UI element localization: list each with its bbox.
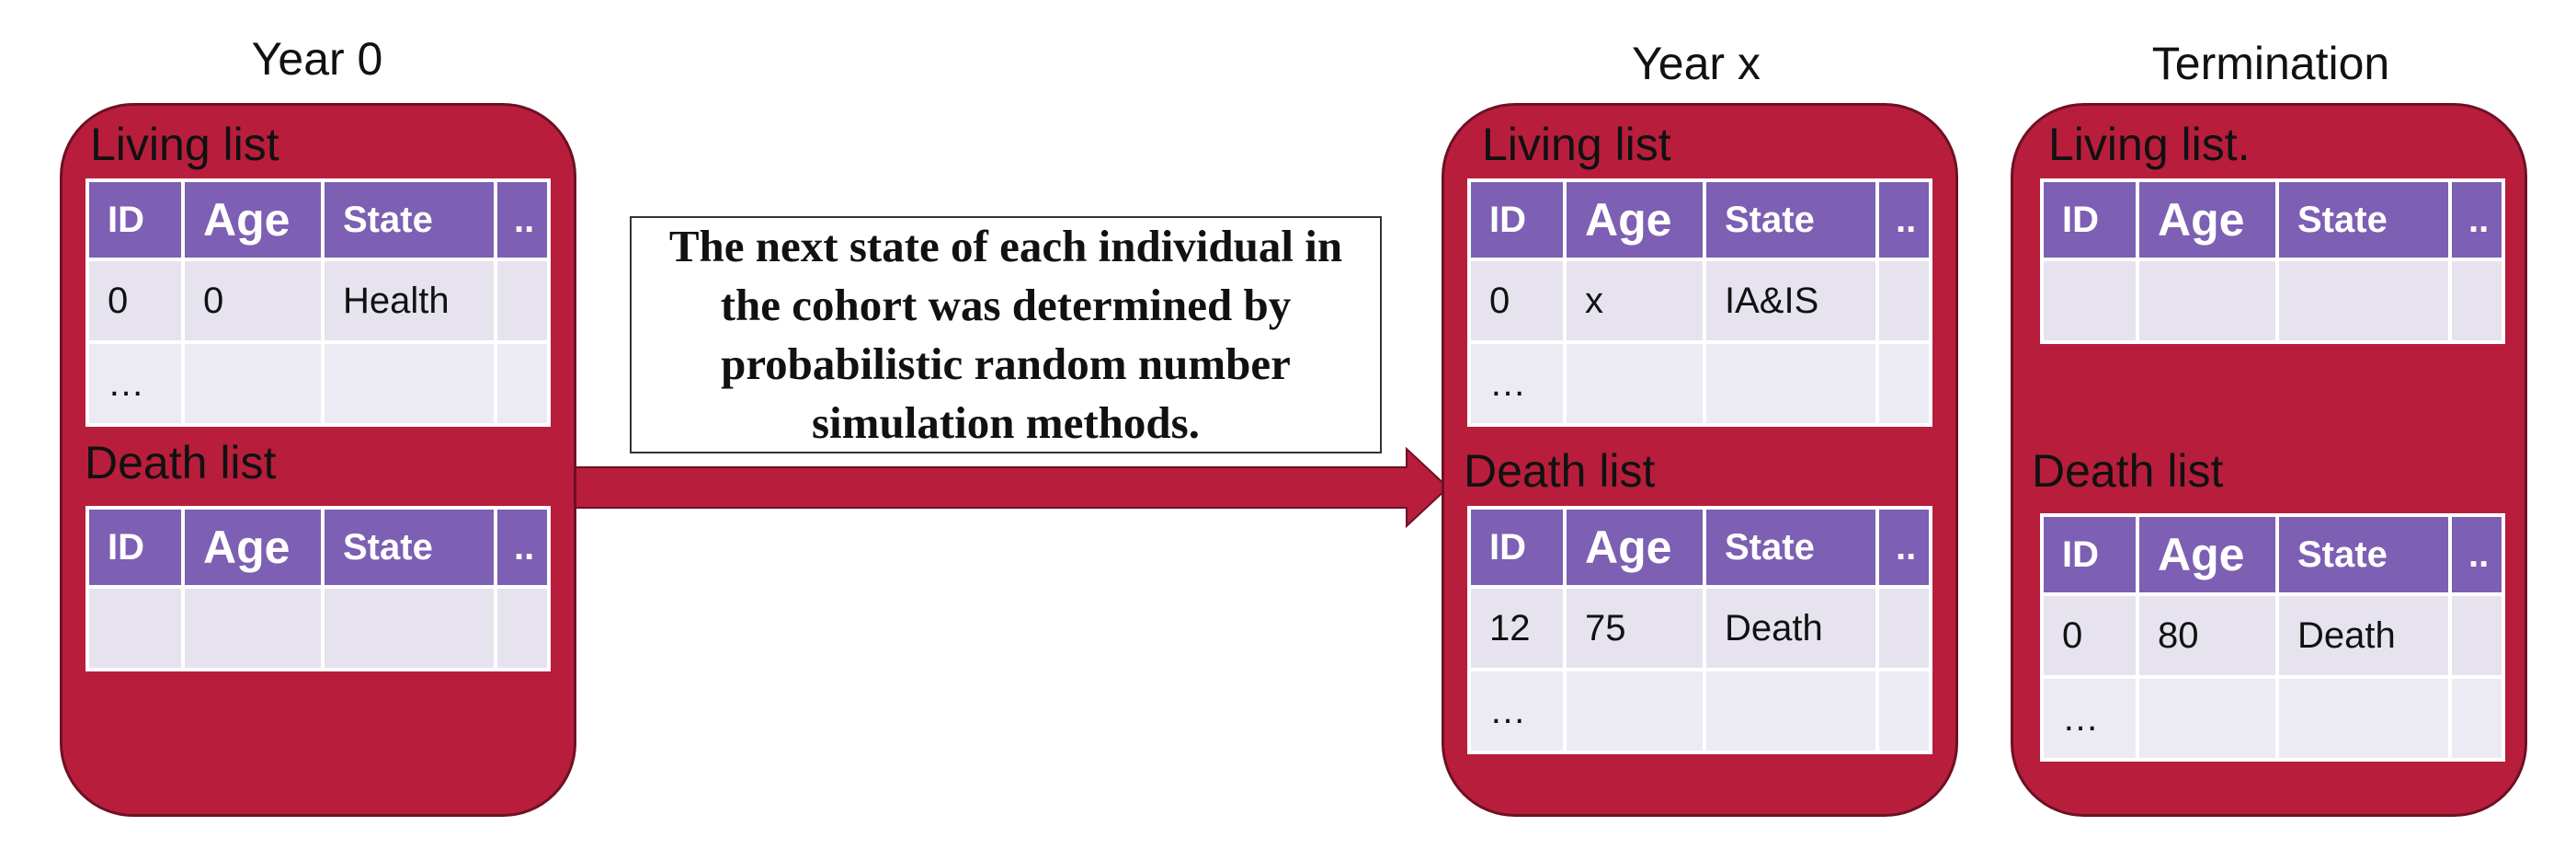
table-row: 0 80 Death bbox=[2040, 592, 2505, 679]
cell-id: … bbox=[1467, 340, 1567, 427]
column-header-state: State bbox=[2275, 513, 2452, 596]
cell-state bbox=[321, 585, 497, 671]
cell-more bbox=[494, 585, 551, 671]
stage-title-year-0: Year 0 bbox=[251, 33, 383, 85]
table-row: 0 0 Health bbox=[85, 258, 551, 344]
table-header-row: ID Age State .. bbox=[2040, 178, 2505, 261]
cell-age: 80 bbox=[2136, 592, 2279, 679]
table-row: … bbox=[1467, 668, 1932, 754]
column-header-id: ID bbox=[85, 506, 185, 589]
column-header-state: State bbox=[1703, 506, 1879, 589]
column-header-state: State bbox=[321, 178, 497, 261]
column-header-more: .. bbox=[1875, 178, 1932, 261]
death-list-label: Death list bbox=[1464, 445, 1656, 497]
cell-id: … bbox=[85, 340, 185, 427]
cell-state bbox=[321, 340, 497, 427]
living-list-label: Living list bbox=[90, 119, 279, 170]
death-list-table: ID Age State .. bbox=[85, 506, 551, 671]
column-header-age: Age bbox=[1563, 178, 1706, 261]
cell-age bbox=[1563, 668, 1706, 754]
cell-id: … bbox=[1467, 668, 1567, 754]
cell-more bbox=[1875, 668, 1932, 754]
cell-state: IA&IS bbox=[1703, 258, 1879, 344]
cell-more bbox=[1875, 585, 1932, 671]
cell-id bbox=[2040, 258, 2139, 344]
cell-age bbox=[2136, 675, 2279, 762]
stage-title-termination: Termination bbox=[2151, 38, 2390, 89]
column-header-id: ID bbox=[85, 178, 185, 261]
column-header-id: ID bbox=[2040, 178, 2139, 261]
cell-age bbox=[181, 340, 325, 427]
cell-age: x bbox=[1563, 258, 1706, 344]
cell-age bbox=[1563, 340, 1706, 427]
column-header-state: State bbox=[321, 506, 497, 589]
cell-more bbox=[494, 258, 551, 344]
column-header-age: Age bbox=[181, 506, 325, 589]
column-header-id: ID bbox=[2040, 513, 2139, 596]
table-row: … bbox=[2040, 675, 2505, 762]
column-header-state: State bbox=[1703, 178, 1879, 261]
death-list-table: ID Age State .. 0 80 Death … bbox=[2040, 513, 2505, 762]
cell-state: Death bbox=[1703, 585, 1879, 671]
table-row bbox=[85, 585, 551, 671]
cell-id: 0 bbox=[2040, 592, 2139, 679]
stage-title-year-x: Year x bbox=[1632, 38, 1761, 89]
cell-age: 75 bbox=[1563, 585, 1706, 671]
column-header-more: .. bbox=[2448, 513, 2505, 596]
table-header-row: ID Age State .. bbox=[85, 506, 551, 589]
cell-age bbox=[181, 585, 325, 671]
cell-more bbox=[1875, 340, 1932, 427]
column-header-more: .. bbox=[494, 178, 551, 261]
cell-more bbox=[2448, 675, 2505, 762]
table-row: … bbox=[85, 340, 551, 427]
cell-id bbox=[85, 585, 185, 671]
table-header-row: ID Age State .. bbox=[1467, 178, 1932, 261]
cell-more bbox=[2448, 592, 2505, 679]
column-header-age: Age bbox=[2136, 178, 2279, 261]
transition-note-box: The next state of each individual in the… bbox=[630, 216, 1382, 453]
living-list-label: Living list. bbox=[2048, 119, 2251, 170]
transition-arrow-shape bbox=[569, 446, 1450, 529]
cell-age bbox=[2136, 258, 2279, 344]
death-list-label: Death list bbox=[2032, 445, 2224, 497]
column-header-state: State bbox=[2275, 178, 2452, 261]
cell-state: Health bbox=[321, 258, 497, 344]
column-header-age: Age bbox=[2136, 513, 2279, 596]
cell-id: 12 bbox=[1467, 585, 1567, 671]
table-row: 12 75 Death bbox=[1467, 585, 1932, 671]
death-list-table: ID Age State .. 12 75 Death … bbox=[1467, 506, 1932, 754]
cell-more bbox=[1875, 258, 1932, 344]
living-list-table: ID Age State .. 0 x IA&IS … bbox=[1467, 178, 1932, 427]
cell-state bbox=[1703, 340, 1879, 427]
cell-id: 0 bbox=[1467, 258, 1567, 344]
death-list-label: Death list bbox=[85, 437, 277, 488]
living-list-table: ID Age State .. 0 0 Health … bbox=[85, 178, 551, 427]
cell-id: 0 bbox=[85, 258, 185, 344]
cell-state: Death bbox=[2275, 592, 2452, 679]
cell-state bbox=[2275, 258, 2452, 344]
transition-note: The next state of each individual in the… bbox=[668, 221, 1343, 448]
cell-id: … bbox=[2040, 675, 2139, 762]
table-row bbox=[2040, 258, 2505, 344]
living-list-table: ID Age State .. bbox=[2040, 178, 2505, 344]
column-header-id: ID bbox=[1467, 178, 1567, 261]
column-header-id: ID bbox=[1467, 506, 1567, 589]
column-header-more: .. bbox=[494, 506, 551, 589]
cell-state bbox=[1703, 668, 1879, 754]
column-header-more: .. bbox=[1875, 506, 1932, 589]
cell-age: 0 bbox=[181, 258, 325, 344]
living-list-label: Living list bbox=[1482, 119, 1671, 170]
column-header-age: Age bbox=[181, 178, 325, 261]
table-header-row: ID Age State .. bbox=[2040, 513, 2505, 596]
column-header-age: Age bbox=[1563, 506, 1706, 589]
table-row: 0 x IA&IS bbox=[1467, 258, 1932, 344]
cell-more bbox=[494, 340, 551, 427]
table-row: … bbox=[1467, 340, 1932, 427]
cell-more bbox=[2448, 258, 2505, 344]
table-header-row: ID Age State .. bbox=[85, 178, 551, 261]
cell-state bbox=[2275, 675, 2452, 762]
column-header-more: .. bbox=[2448, 178, 2505, 261]
table-header-row: ID Age State .. bbox=[1467, 506, 1932, 589]
